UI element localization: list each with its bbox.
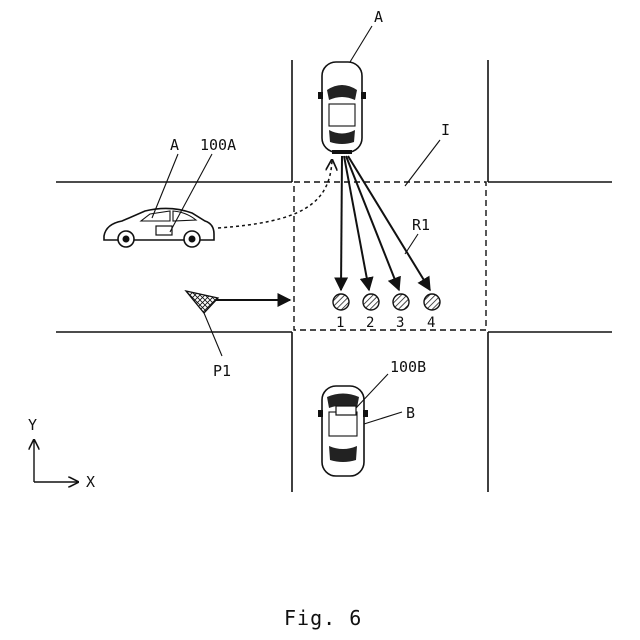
pedestrian-p1	[186, 291, 290, 313]
arrow-to-target-1	[341, 156, 342, 290]
target-4-label: 4	[427, 315, 435, 331]
target-1-label: 1	[336, 315, 344, 331]
pedestrian-leader	[204, 313, 222, 356]
intersection-label: I	[441, 121, 450, 139]
arrow-to-target-2	[344, 156, 369, 290]
targets: 1 2 3 4	[333, 294, 440, 331]
target-2	[363, 294, 379, 310]
vehicle-a-top-leader	[350, 26, 372, 62]
figure-caption: Fig. 6	[284, 606, 362, 630]
vehicle-a-left-trajectory	[218, 160, 332, 228]
vehicle-a-top	[318, 62, 366, 154]
vehicle-a-top-label: A	[374, 8, 383, 26]
intersection-region	[294, 182, 486, 330]
device-100a-label: 100A	[200, 136, 236, 154]
vehicle-a-left-label: A	[170, 136, 179, 154]
axis-y-label: Y	[28, 416, 37, 434]
target-3-label: 3	[396, 315, 404, 331]
target-4	[424, 294, 440, 310]
vehicle-b-label: B	[406, 404, 415, 422]
vehicle-b-bottom	[318, 386, 368, 476]
axis-x-label: X	[86, 473, 95, 491]
target-2-label: 2	[366, 315, 374, 331]
axes-indicator	[34, 440, 78, 482]
vehicle-b-leader	[364, 412, 402, 424]
target-3	[393, 294, 409, 310]
range-leader	[405, 234, 418, 254]
pedestrian-label: P1	[213, 362, 231, 380]
target-1	[333, 294, 349, 310]
range-label: R1	[412, 216, 430, 234]
arrow-to-target-3	[346, 156, 399, 290]
intersection-leader	[405, 140, 440, 186]
vehicle-a-left	[104, 208, 214, 247]
device-100b-label: 100B	[390, 358, 426, 376]
